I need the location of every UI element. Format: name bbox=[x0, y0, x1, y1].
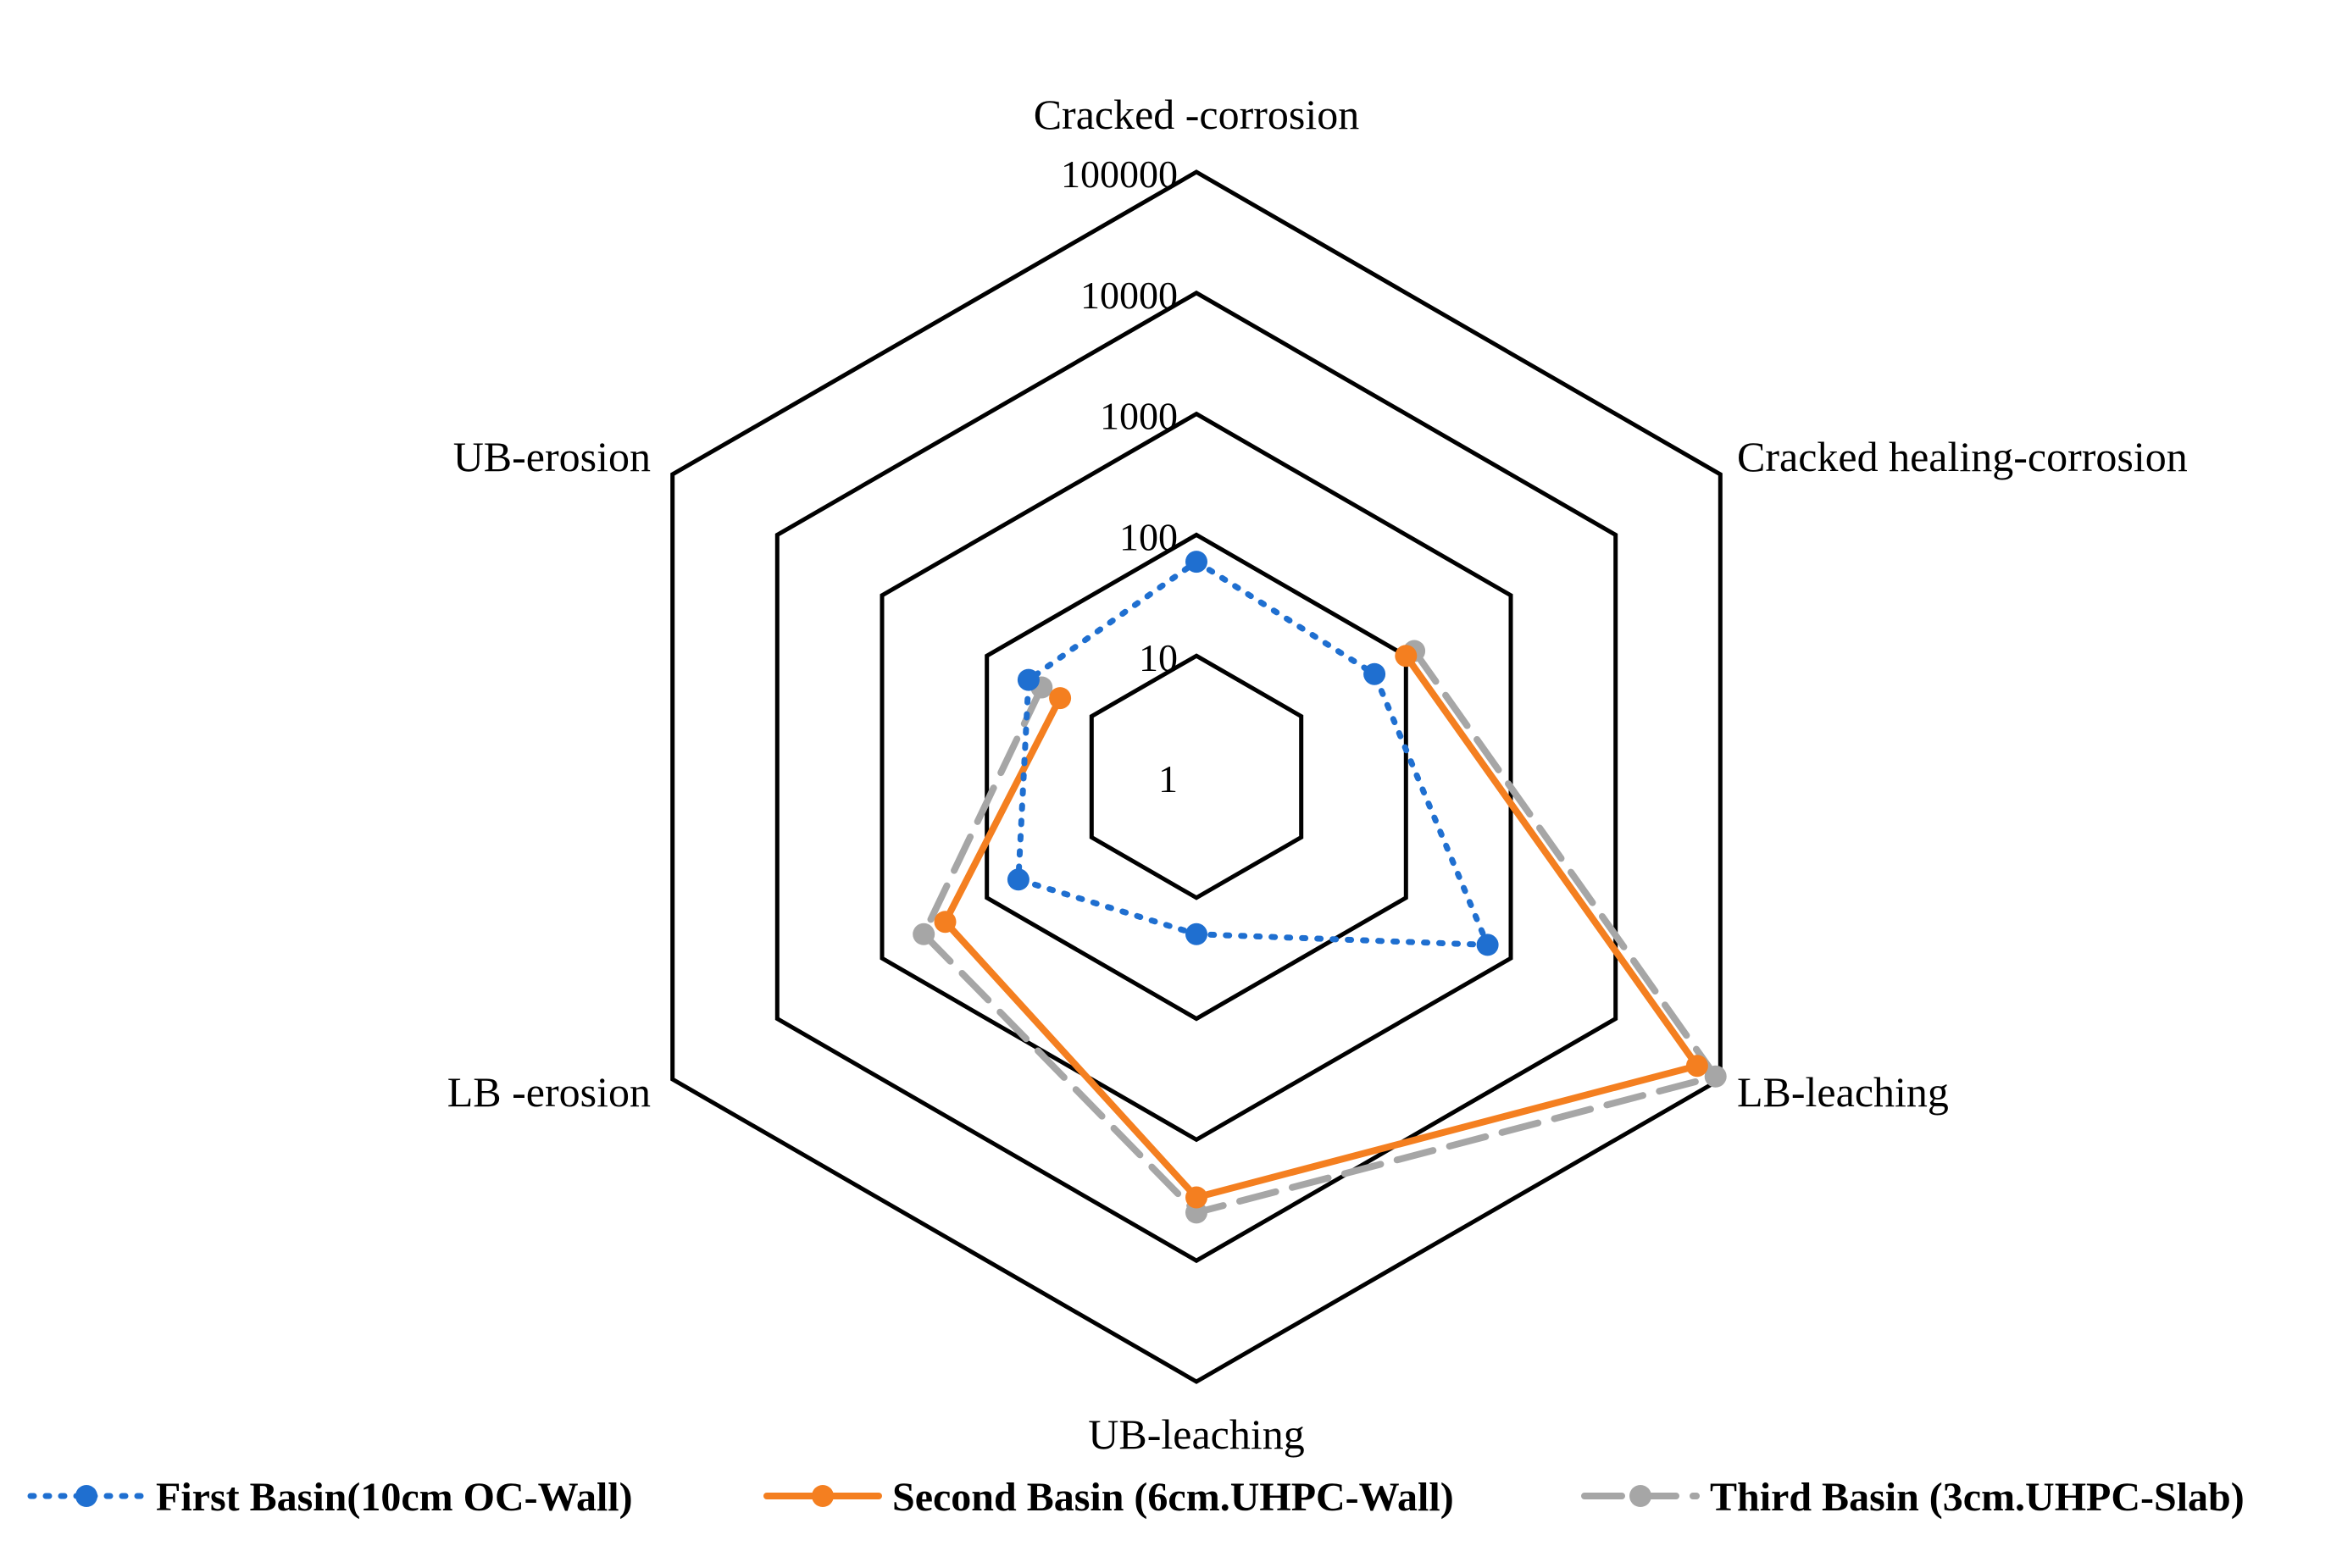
tick-label-100: 100 bbox=[1119, 515, 1178, 558]
series-0-point-0 bbox=[1185, 551, 1207, 573]
series-0-point-1 bbox=[1363, 662, 1386, 685]
axis-label-3: UB-leaching bbox=[1088, 1410, 1304, 1458]
legend-item-1: Second Basin (6cm.UHPC-Wall) bbox=[763, 1475, 1454, 1520]
tick-label-10000: 10000 bbox=[1080, 274, 1178, 317]
grid-ring-100000 bbox=[670, 169, 1723, 1384]
tick-label-1: 1 bbox=[1158, 757, 1178, 801]
series-1 bbox=[934, 645, 1708, 1209]
legend-item-2: Third Basin (3cm.UHPC-Slab) bbox=[1581, 1475, 2245, 1520]
legend-marker-0 bbox=[75, 1485, 97, 1507]
series-1-point-1 bbox=[1395, 645, 1418, 668]
series-0-point-4 bbox=[1007, 868, 1029, 891]
grid-ring-1000 bbox=[880, 411, 1513, 1143]
legend-label-2: Third Basin (3cm.UHPC-Slab) bbox=[1710, 1475, 2245, 1520]
series-0 bbox=[1007, 551, 1499, 956]
tick-labels: 1 10 100 1000 10000 100000 bbox=[1061, 152, 1178, 801]
legend-marker-2 bbox=[1629, 1485, 1651, 1507]
series-1-point-5 bbox=[1049, 687, 1072, 710]
legend-label-0: First Basin(10cm OC-Wall) bbox=[156, 1475, 633, 1520]
series-0-point-2 bbox=[1476, 934, 1499, 956]
series-0-point-5 bbox=[1017, 668, 1040, 691]
series-0-point-3 bbox=[1185, 923, 1207, 945]
series-2-point-2 bbox=[1704, 1065, 1727, 1088]
series-2-point-3 bbox=[1185, 1201, 1207, 1224]
series-1-point-3 bbox=[1185, 1186, 1207, 1209]
grid-ring-10000 bbox=[774, 290, 1618, 1264]
tick-label-100000: 100000 bbox=[1061, 152, 1178, 196]
grid-ring-10 bbox=[1089, 653, 1304, 900]
series-line-1 bbox=[941, 652, 1701, 1201]
axis-label-1: Cracked healing-corrosion bbox=[1737, 433, 2188, 480]
series-layer bbox=[913, 551, 1727, 1224]
tick-label-10: 10 bbox=[1139, 636, 1178, 679]
axis-label-0: Cracked -corrosion bbox=[1034, 91, 1360, 138]
series-2 bbox=[913, 640, 1727, 1224]
legend: First Basin(10cm OC-Wall) Second Basin (6… bbox=[27, 1475, 2245, 1520]
legend-marker-1 bbox=[812, 1485, 834, 1507]
legend-label-1: Second Basin (6cm.UHPC-Wall) bbox=[892, 1475, 1454, 1520]
legend-item-0: First Basin(10cm OC-Wall) bbox=[27, 1475, 633, 1520]
grid-ring-100 bbox=[985, 532, 1408, 1022]
series-line-0 bbox=[1015, 558, 1491, 948]
series-1-point-2 bbox=[1685, 1055, 1708, 1078]
axis-label-5: UB-erosion bbox=[453, 433, 651, 480]
axis-label-4: LB -erosion bbox=[447, 1068, 651, 1116]
axis-label-2: LB-leaching bbox=[1737, 1068, 1949, 1116]
series-2-point-4 bbox=[913, 923, 935, 945]
series-1-point-4 bbox=[934, 911, 957, 934]
tick-label-1000: 1000 bbox=[1100, 395, 1178, 438]
